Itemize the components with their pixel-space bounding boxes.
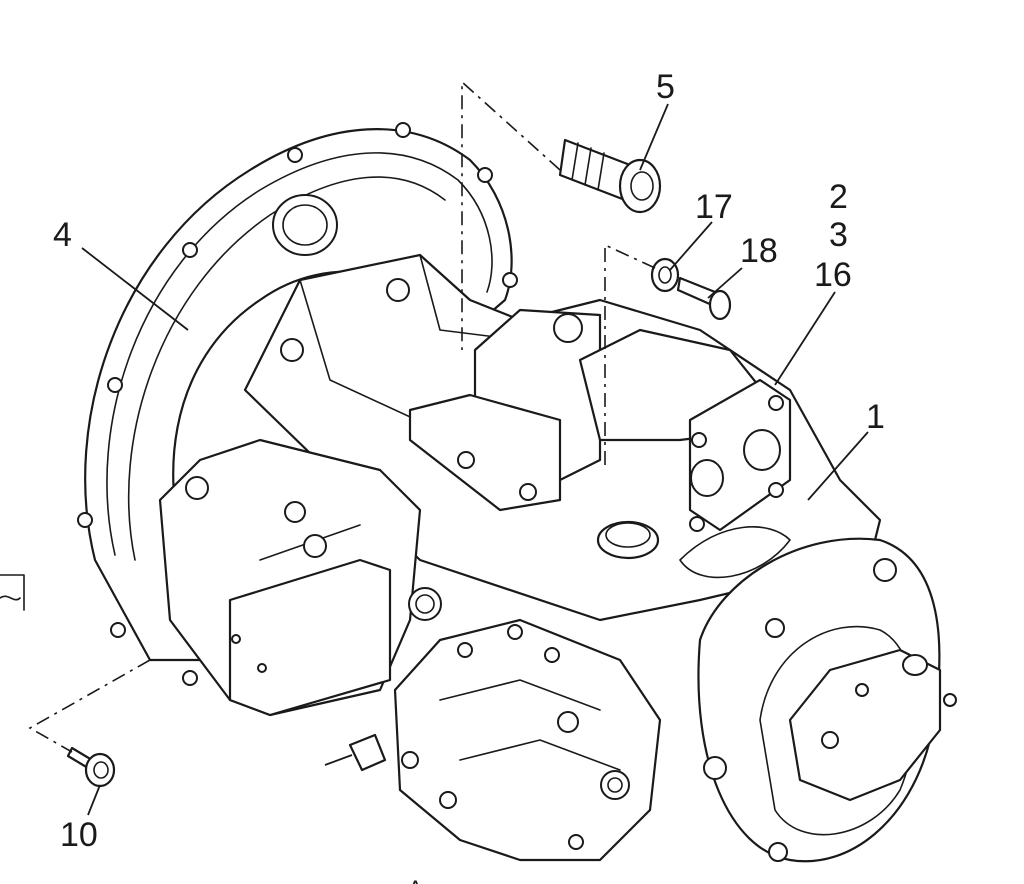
bottom-regulator-block <box>324 618 662 862</box>
left-regulator-block <box>158 438 442 717</box>
edge-bracket <box>0 574 25 611</box>
bolt-part-10 <box>66 746 116 788</box>
callout-a: A <box>408 876 423 884</box>
callout-4: 4 <box>53 216 72 254</box>
callout-5: 5 <box>656 68 675 106</box>
callout-3: 3 <box>829 216 848 254</box>
leader-lines <box>81 103 869 816</box>
callout-16: 16 <box>814 256 852 294</box>
callout-18: 18 <box>740 232 778 270</box>
callout-10: 10 <box>60 816 98 854</box>
callout-1: 1 <box>866 398 885 436</box>
pump-end-cover <box>697 537 957 863</box>
assembly-lines <box>28 80 656 753</box>
threaded-plug <box>558 138 662 214</box>
callout-2: 2 <box>829 178 848 216</box>
callout-17: 17 <box>695 188 733 226</box>
